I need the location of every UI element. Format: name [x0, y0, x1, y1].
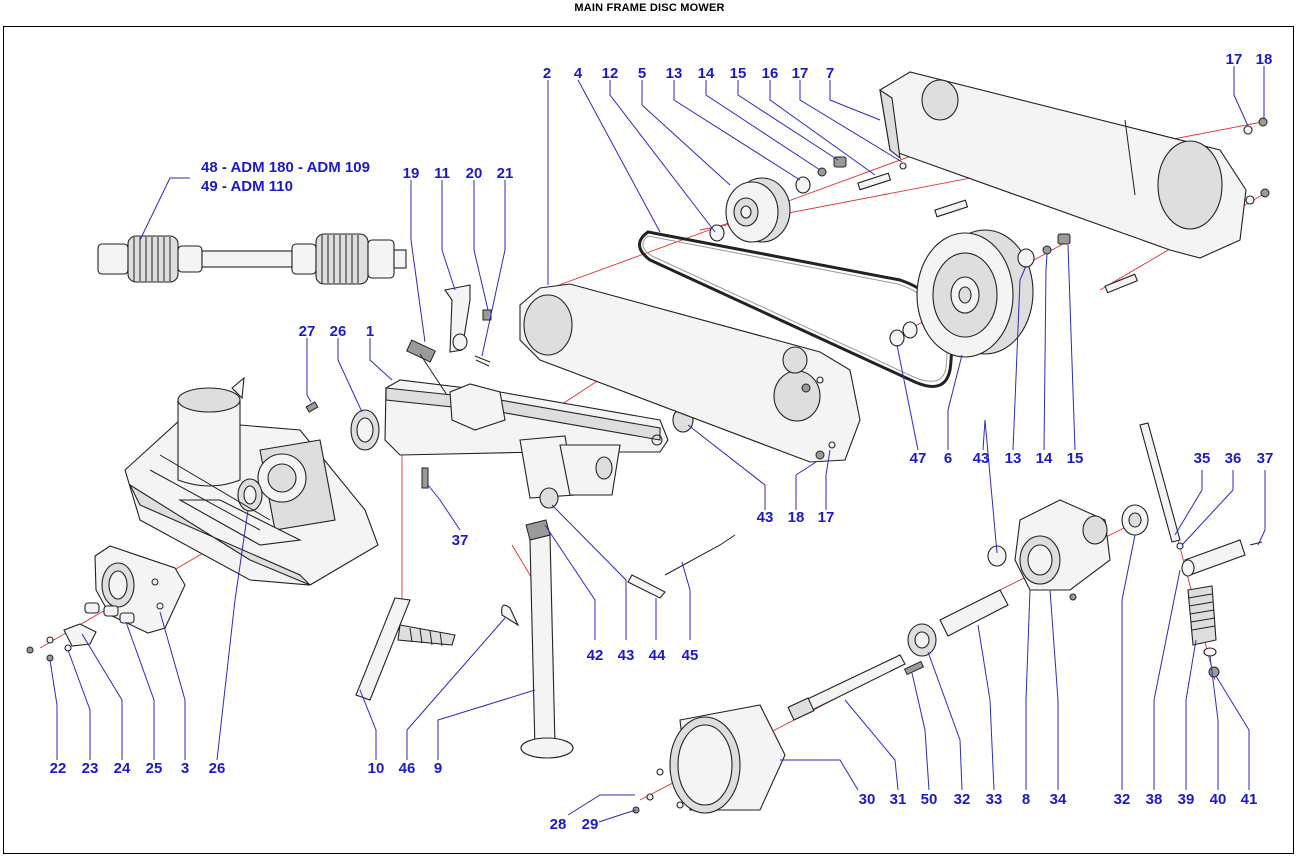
callout-46: 46	[399, 760, 416, 777]
belt-guard-7	[879, 71, 1247, 259]
callout-9: 9	[434, 760, 442, 777]
hardware-22-25	[26, 602, 135, 662]
callout-8: 8	[1022, 791, 1030, 808]
callout-4: 4	[574, 65, 583, 82]
drawing-frame	[3, 26, 1294, 854]
callout-37-frame: 37	[452, 532, 469, 549]
callout-11: 11	[434, 165, 450, 182]
parking-stand-9	[520, 519, 574, 759]
callout-12: 12	[602, 65, 619, 82]
mounting-plate-3	[94, 545, 186, 634]
callout-37-right: 37	[1257, 450, 1274, 467]
pto-drive-shaft	[97, 233, 407, 285]
shaft-31	[787, 654, 925, 721]
callout-17-plate: 17	[818, 509, 835, 526]
callout-27: 27	[299, 323, 316, 340]
callout-2: 2	[543, 65, 551, 82]
callout-44: 44	[649, 647, 666, 664]
callout-5: 5	[638, 65, 646, 82]
model-label-49: 49 - ADM 110	[201, 178, 293, 195]
diagram-title: MAIN FRAME DISC MOWER	[574, 2, 725, 14]
callout-43-stand: 43	[618, 647, 635, 664]
callout-39: 39	[1178, 791, 1195, 808]
callout-30: 30	[859, 791, 876, 808]
callout-numbers: 2 4 12 5 13 14 15 16 17 7 17 18 19 11 20…	[50, 51, 1274, 833]
callout-14-right: 14	[1036, 450, 1053, 467]
callout-40: 40	[1210, 791, 1227, 808]
callout-23: 23	[82, 760, 99, 777]
bearing-housing-8	[987, 499, 1111, 601]
callout-41: 41	[1241, 791, 1258, 808]
callout-42: 42	[587, 647, 604, 664]
model-label-48: 48 - ADM 180 - ADM 109	[201, 159, 370, 176]
bearings-32-33	[907, 504, 1149, 657]
callout-20: 20	[466, 165, 483, 182]
callout-33: 33	[986, 791, 1003, 808]
callout-32: 32	[954, 791, 971, 808]
leader-lines	[49, 66, 1266, 823]
callout-32-right: 32	[1114, 791, 1131, 808]
callout-26-bottom: 26	[209, 760, 226, 777]
callout-7: 7	[826, 65, 834, 82]
spring-assembly	[1139, 422, 1263, 678]
callout-50: 50	[921, 791, 938, 808]
support-leg-10	[355, 597, 456, 701]
main-frame-1	[305, 339, 694, 509]
callout-3: 3	[181, 760, 189, 777]
callout-43-right: 43	[973, 450, 990, 467]
belt-plate-2	[519, 283, 861, 463]
callout-6: 6	[944, 450, 952, 467]
callout-45: 45	[682, 647, 699, 664]
callout-1: 1	[366, 323, 374, 340]
callout-13: 13	[666, 65, 683, 82]
pulley-5	[709, 177, 791, 243]
callout-47: 47	[910, 450, 927, 467]
callout-34: 34	[1050, 791, 1067, 808]
callout-10: 10	[368, 760, 385, 777]
callout-14: 14	[698, 65, 715, 82]
callout-28: 28	[550, 816, 567, 833]
callout-38: 38	[1146, 791, 1163, 808]
callout-17: 17	[792, 65, 809, 82]
callout-15: 15	[730, 65, 747, 82]
hardware-top	[795, 117, 1270, 294]
callout-19: 19	[403, 165, 420, 182]
drive-housing-30	[632, 704, 786, 814]
callout-18-guard: 18	[1256, 51, 1273, 68]
callout-24: 24	[114, 760, 131, 777]
callout-29: 29	[582, 816, 599, 833]
callout-31: 31	[890, 791, 907, 808]
callout-22: 22	[50, 760, 67, 777]
callout-16: 16	[762, 65, 779, 82]
callout-43-plate: 43	[757, 509, 774, 526]
callout-13-right: 13	[1005, 450, 1022, 467]
callout-18-plate: 18	[788, 509, 805, 526]
callout-35: 35	[1194, 450, 1211, 467]
callout-36: 36	[1225, 450, 1242, 467]
gearbox-assembly	[124, 376, 379, 586]
callout-21: 21	[497, 165, 514, 182]
pulley-6	[889, 229, 1034, 358]
callout-15-right: 15	[1067, 450, 1084, 467]
callout-25: 25	[146, 760, 163, 777]
callout-17-guard: 17	[1226, 51, 1243, 68]
lever-11-parts	[444, 284, 492, 367]
callout-26-top: 26	[330, 323, 347, 340]
